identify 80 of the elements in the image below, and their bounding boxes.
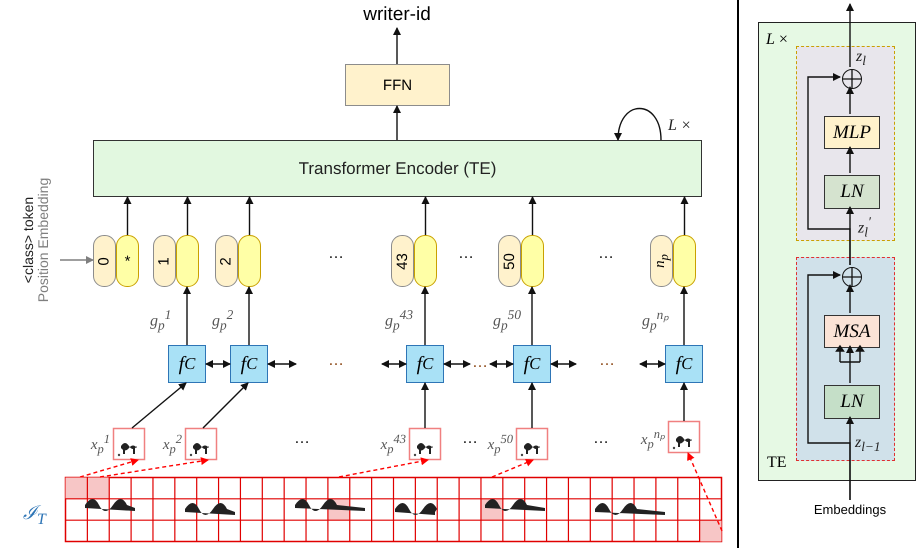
- arrow: [528, 382, 536, 428]
- arrow: [807, 73, 851, 265]
- embedding-pill: *: [116, 235, 139, 287]
- layer-box: LN: [824, 175, 880, 209]
- ffn-box: FFN: [345, 64, 450, 106]
- image-label: ℐ$_{T}$: [23, 502, 46, 529]
- dashed-arrow: [492, 458, 534, 478]
- position-pill: 2: [215, 235, 238, 287]
- double-arrow: [267, 360, 297, 368]
- input-label: Embeddings: [805, 500, 895, 518]
- double-arrow: [205, 360, 231, 368]
- embedding-pill: [238, 235, 261, 287]
- dashed-block: [796, 46, 895, 241]
- position-pill: 43: [391, 235, 414, 287]
- encoder-box: Transformer Encoder (TE): [93, 140, 702, 197]
- double-arrow: [381, 360, 407, 368]
- edge-label: z$_{l−1}$: [855, 434, 881, 456]
- arrow: [60, 256, 94, 264]
- sum-circle: [842, 267, 862, 287]
- layer-box: MSA: [824, 315, 880, 348]
- ellipsis: …: [462, 430, 478, 448]
- ellipsis: …: [328, 245, 344, 263]
- arrow: [183, 286, 191, 345]
- dashed-arrow: [100, 457, 209, 478]
- ellipsis: …: [294, 430, 310, 448]
- ellipsis: …: [598, 245, 614, 263]
- ellipsis: …: [593, 430, 609, 448]
- layer-box: MLP: [824, 116, 880, 149]
- double-arrow: [443, 360, 471, 368]
- arrow: [680, 196, 688, 235]
- sum-circle: [842, 69, 862, 89]
- arrow: [393, 105, 401, 140]
- arrow: [680, 286, 688, 345]
- embedding-pill: [521, 235, 544, 287]
- ellipsis: …: [470, 354, 490, 372]
- position-pill: 1: [153, 235, 176, 287]
- block-label: TE: [767, 454, 787, 472]
- arrow: [846, 146, 854, 173]
- arrow: [846, 284, 854, 313]
- position-pill: 0: [93, 235, 116, 287]
- dashed-arrow: [687, 452, 723, 532]
- ellipsis: …: [599, 352, 615, 370]
- embedding-label: Position Embedding: [36, 178, 51, 302]
- double-arrow: [639, 360, 666, 368]
- arrow: [528, 196, 536, 235]
- position-pill: 50: [498, 235, 521, 287]
- ellipsis: …: [328, 352, 344, 370]
- arrow: [184, 196, 192, 235]
- edge-label: L ×: [668, 117, 692, 135]
- arrow: [245, 286, 253, 345]
- arrow: [846, 86, 854, 114]
- arrow: [528, 286, 536, 345]
- edge-label: z$_{l}$: [856, 48, 866, 70]
- arrow: [836, 344, 864, 384]
- dashed-arrow: [80, 458, 139, 478]
- dashed-block: [796, 257, 895, 461]
- embedding-pill: [176, 235, 199, 287]
- encoder-panel: [758, 22, 916, 481]
- layer-box: LN: [824, 385, 880, 419]
- arrow: [807, 271, 851, 500]
- loop-arrow: [614, 108, 662, 141]
- repeat-label: L ×: [766, 31, 788, 49]
- arrow: [421, 286, 429, 345]
- arrow: [680, 382, 688, 421]
- arrow: [246, 196, 254, 235]
- output-label: writer-id: [352, 2, 442, 28]
- dashed-arrow: [338, 457, 429, 478]
- arrow: [421, 382, 429, 428]
- token-label: <class> token: [21, 196, 36, 284]
- arrow: [124, 196, 132, 235]
- double-arrow: [550, 360, 577, 368]
- double-arrow: [489, 360, 514, 368]
- arrow: [393, 27, 401, 64]
- embedding-pill: [414, 235, 437, 287]
- embedding-pill: [673, 235, 696, 287]
- arrow: [132, 382, 187, 429]
- arrow: [846, 3, 854, 67]
- arrow: [202, 382, 249, 428]
- ellipsis: …: [458, 245, 474, 263]
- arrow: [422, 196, 430, 235]
